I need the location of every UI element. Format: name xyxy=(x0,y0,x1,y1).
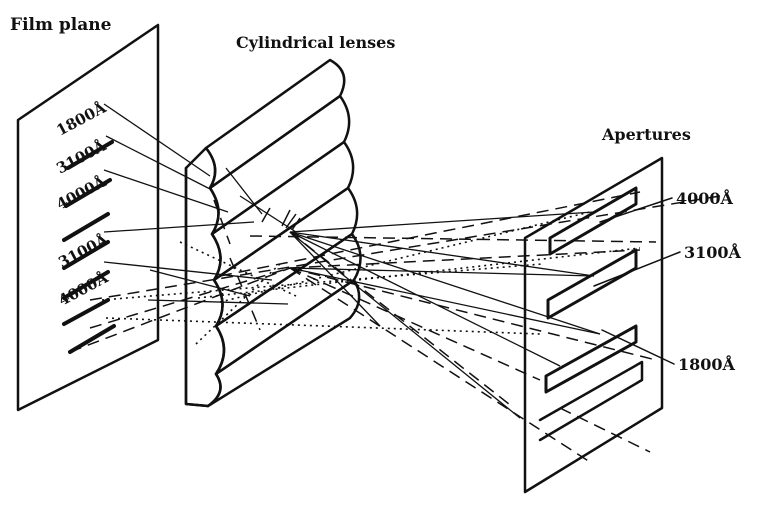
aperture-slot xyxy=(548,186,638,256)
dashed-rays xyxy=(69,191,721,463)
focus-ticks xyxy=(261,207,301,231)
lens-cylinder xyxy=(206,278,361,408)
film-wavelength-label: 1800Å xyxy=(53,98,109,139)
cylindrical-lenses-label: Cylindrical lenses xyxy=(236,33,395,52)
film-mark xyxy=(68,324,116,354)
lens-cylinder xyxy=(208,94,351,236)
film-mark xyxy=(66,140,114,170)
film-plane-label: Film plane xyxy=(10,15,112,35)
light-rays xyxy=(69,103,721,463)
film-plane-panel xyxy=(16,23,160,412)
aperture-plate: Apertures 4000Å 3100Å 1800Å xyxy=(523,125,742,494)
dotted-rays xyxy=(101,211,641,345)
film-mark xyxy=(62,240,110,270)
aperture-wavelength-label: 1800Å xyxy=(678,353,736,374)
film-mark xyxy=(62,270,110,300)
film-mark xyxy=(62,298,110,326)
aperture-slot xyxy=(544,324,638,394)
aperture-slot xyxy=(546,248,638,320)
film-wavelength-label: 3100Å xyxy=(55,230,111,271)
apertures-label: Apertures xyxy=(601,125,691,144)
leader-line xyxy=(593,251,681,287)
lens-cylinder xyxy=(214,232,362,376)
film-plane: Film plane 1800Å 3100Å 4000Å 3100Å 4000Å xyxy=(10,15,160,412)
film-line-marks xyxy=(62,140,116,354)
film-mark xyxy=(62,212,110,242)
aperture-slot xyxy=(538,360,644,442)
aperture-wavelength-label: 3100Å xyxy=(684,241,742,262)
aperture-wavelength-label: 4000Å xyxy=(676,187,734,208)
leader-line xyxy=(601,329,675,365)
lens-cylinder xyxy=(210,140,355,282)
solid-rays xyxy=(103,103,601,419)
cylindrical-lenses: Cylindrical lenses xyxy=(184,33,395,408)
film-wavelength-label: 3100Å xyxy=(53,136,109,177)
lens-block-edge xyxy=(184,166,210,408)
aperture-panel xyxy=(523,156,664,494)
film-mark xyxy=(64,178,112,208)
film-wavelength-label: 4000Å xyxy=(53,172,109,213)
